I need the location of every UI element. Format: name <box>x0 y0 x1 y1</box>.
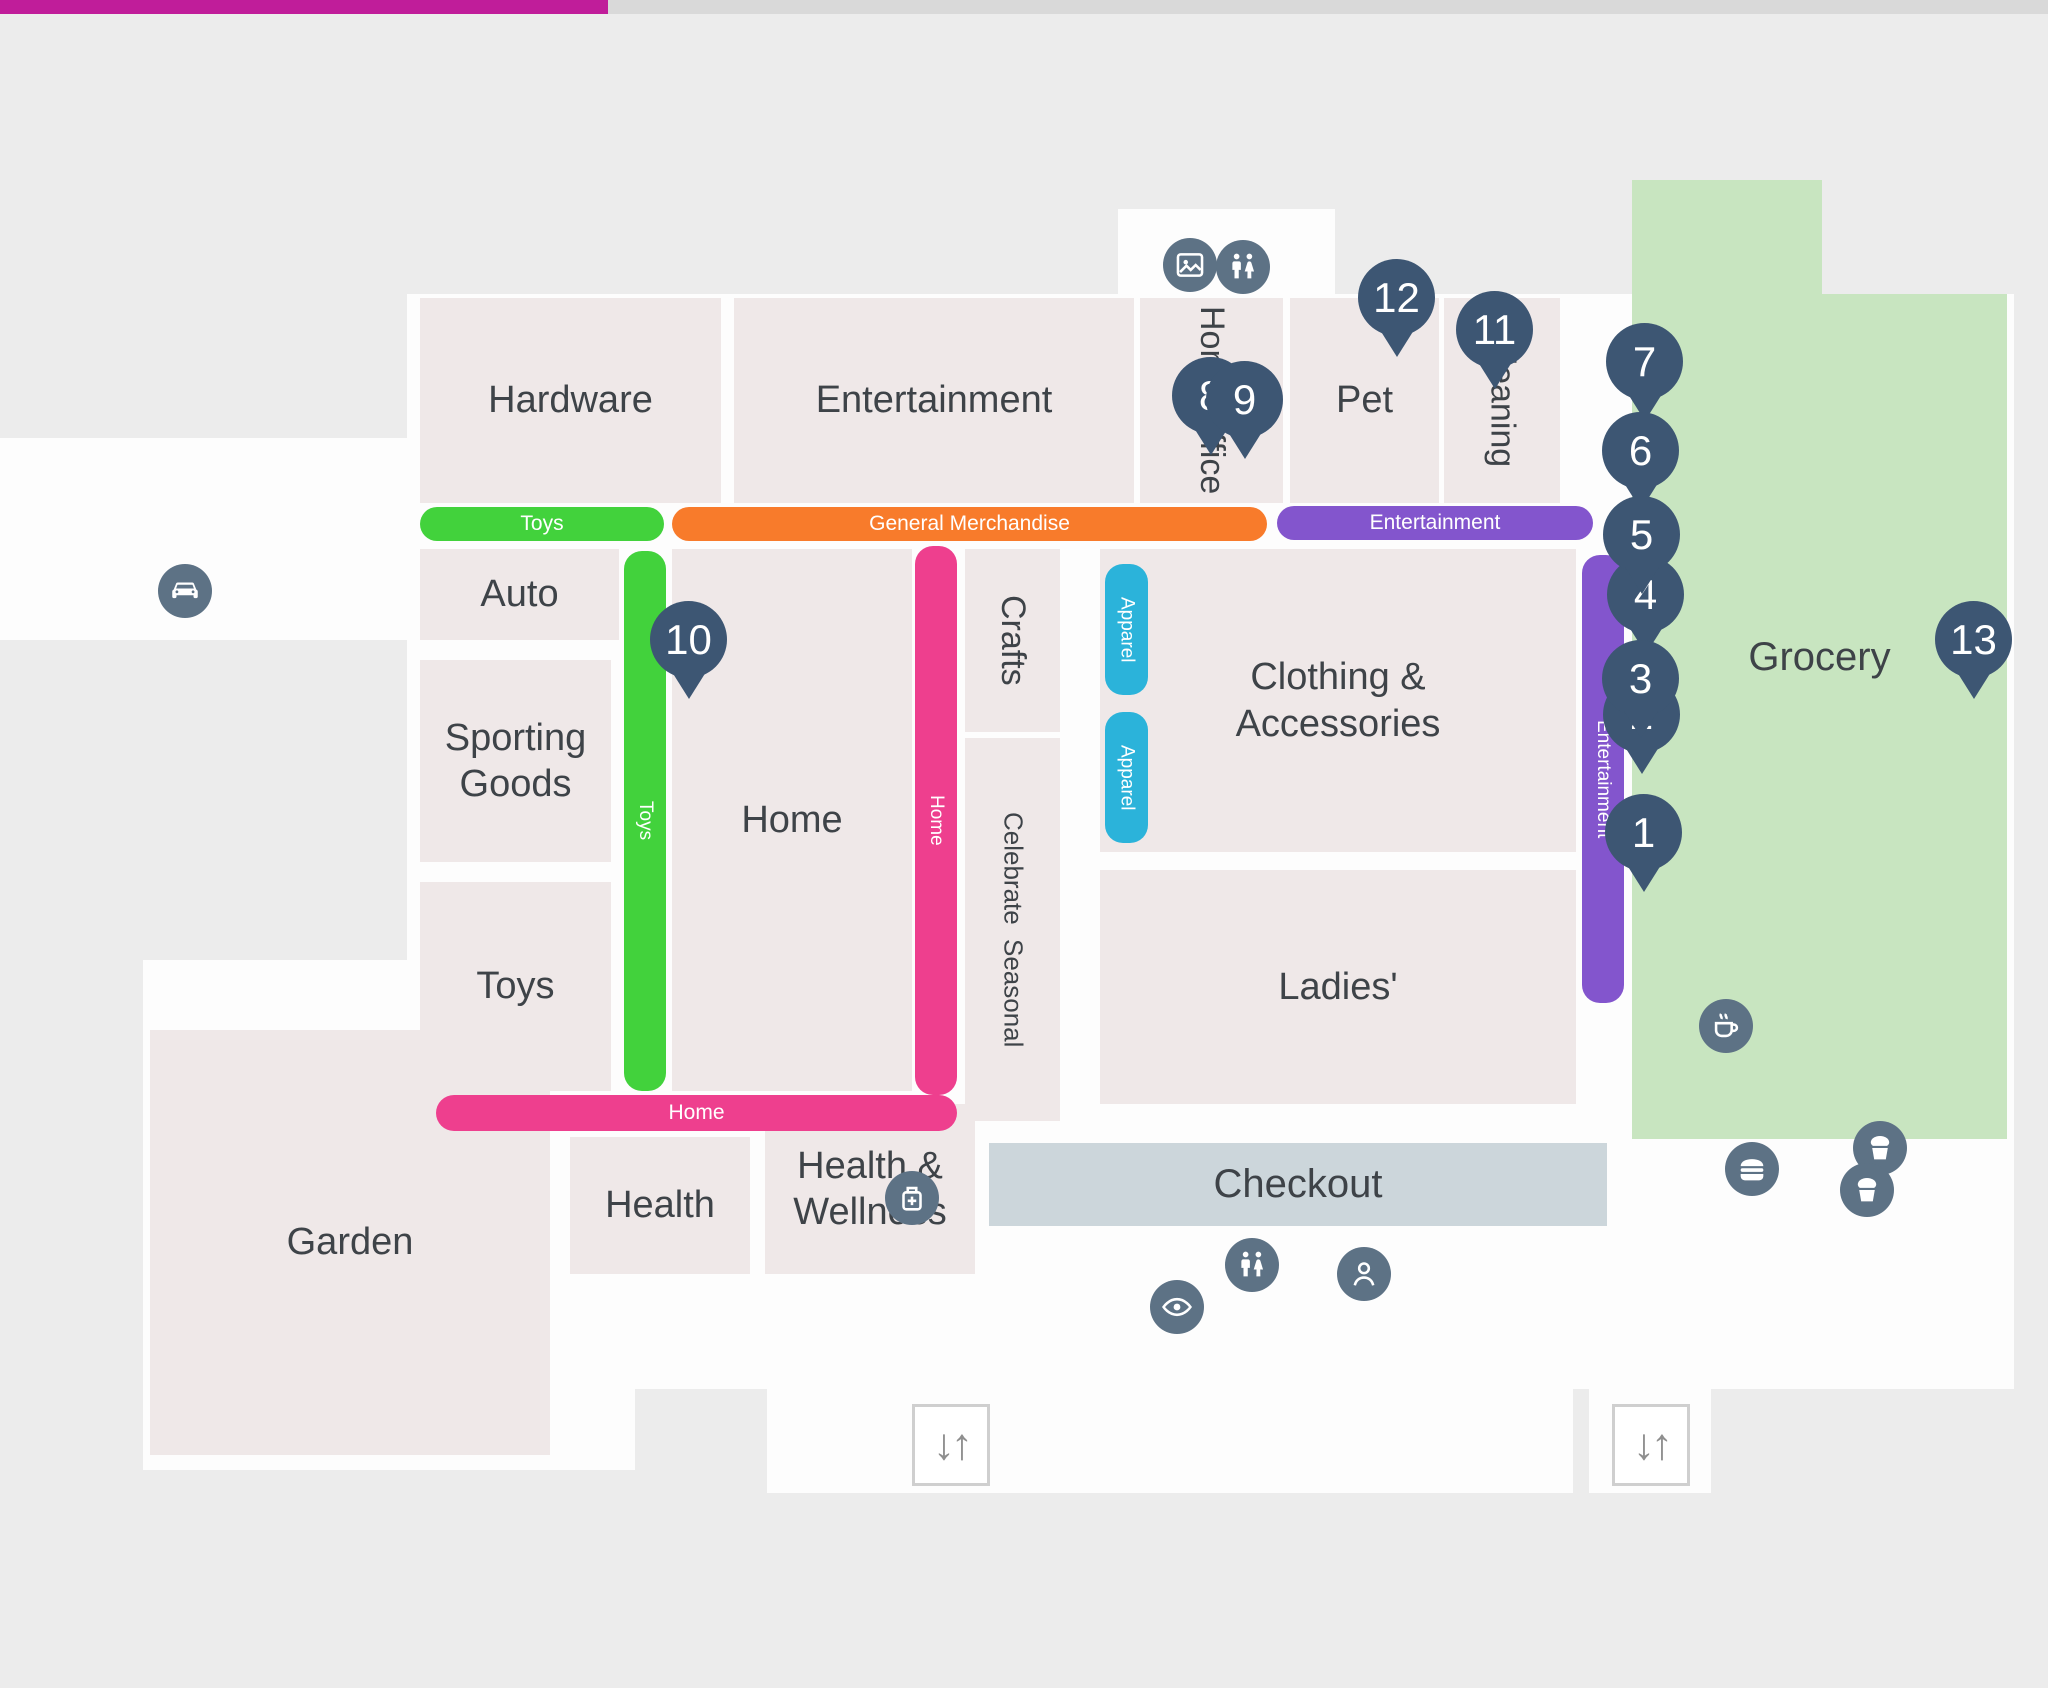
aisle-entertainment-vertical-label: Entertainment <box>1593 719 1614 839</box>
muffin-icon <box>1870 1135 1890 1160</box>
dept-sporting-goods-label: Sporting Goods <box>444 716 587 805</box>
dept-ladies[interactable]: Ladies' <box>1100 870 1576 1104</box>
aisle-entertainment-horizontal-label: Entertainment <box>1369 511 1501 534</box>
dept-home-label: Home <box>741 798 843 841</box>
dept-health[interactable]: Health <box>570 1137 750 1274</box>
dept-crafts[interactable]: Crafts <box>965 549 1060 732</box>
dept-seasonal-label: Seasonal <box>998 938 1029 1048</box>
elevator-arrows-icon: ↓↑ <box>933 1420 973 1469</box>
pin-13[interactable]: 13 <box>1935 601 2012 678</box>
dept-entertainment[interactable]: Entertainment <box>734 298 1134 503</box>
aisle-entertainment-horizontal: Entertainment <box>1277 506 1593 540</box>
aisle-apparel-2: Apparel <box>1105 712 1148 843</box>
customer-service-person-icon <box>1353 1262 1375 1286</box>
pin-9[interactable]: 9 <box>1206 361 1283 438</box>
dept-clothing-accessories-label: Clothing & Accessories <box>1235 656 1441 745</box>
burger-icon <box>1740 1159 1764 1181</box>
grill-amenity[interactable] <box>1725 1142 1779 1196</box>
photo-center-amenity[interactable] <box>1163 238 1217 292</box>
aisle-entertainment-vertical: Entertainment <box>1582 555 1624 1003</box>
aisle-toys-horizontal-label: Toys <box>520 512 564 535</box>
dept-celebrate-seasonal[interactable]: Celebrate Seasonal <box>965 738 1060 1121</box>
floor-bottom-notch-left <box>767 1389 1573 1493</box>
pin-6-number: 6 <box>1628 426 1653 474</box>
pin-6[interactable]: 6 <box>1602 412 1679 489</box>
elevator-right: ↓↑ <box>1612 1404 1690 1486</box>
dept-celebrate-label: Celebrate <box>998 811 1029 925</box>
pin-5-number: 5 <box>1629 510 1654 558</box>
elevator-arrows-icon: ↓↑ <box>1633 1420 1673 1469</box>
dept-pet-label: Pet <box>1335 379 1394 422</box>
dept-sporting-goods[interactable]: Sporting Goods <box>420 660 611 862</box>
aisle-home-horizontal-label: Home <box>668 1101 725 1124</box>
dept-ladies-label: Ladies' <box>1278 965 1398 1008</box>
aisle-toys-vertical-label: Toys <box>635 801 656 841</box>
pin-13-number: 13 <box>1950 615 1997 663</box>
pharmacy-amenity[interactable] <box>885 1171 939 1225</box>
dept-grocery-label: Grocery <box>1748 635 1891 679</box>
aisle-apparel-1-label: Apparel <box>1116 596 1138 663</box>
dept-toys-label: Toys <box>476 965 555 1008</box>
photo-icon <box>1176 253 1204 277</box>
pin-3-number: 3 <box>1628 654 1653 702</box>
pin-11-number: 11 <box>1472 305 1517 353</box>
pin-9-number: 9 <box>1232 375 1257 423</box>
checkout-area[interactable]: Checkout <box>989 1143 1607 1226</box>
pin-7-number: 7 <box>1632 337 1657 385</box>
aisle-apparel-2-label: Apparel <box>1116 744 1138 811</box>
dept-health-label: Health <box>605 1184 715 1227</box>
pin-10-number: 10 <box>665 615 712 663</box>
dept-auto[interactable]: Auto <box>420 549 619 640</box>
dept-grocery[interactable] <box>1632 294 2007 1139</box>
aisle-general-merchandise: General Merchandise <box>672 507 1267 541</box>
coffee-shop-amenity[interactable] <box>1699 999 1753 1053</box>
dept-hardware-label: Hardware <box>488 379 653 422</box>
auto-care-amenity[interactable] <box>158 564 212 618</box>
pin-5[interactable]: 5 <box>1603 496 1680 573</box>
customer-service-amenity[interactable] <box>1337 1247 1391 1301</box>
pin-12-number: 12 <box>1373 273 1420 321</box>
restroom-amenity-bottom[interactable] <box>1225 1238 1279 1292</box>
pin-11[interactable]: 11 <box>1456 291 1533 368</box>
pin-3[interactable]: 3 <box>1602 640 1679 717</box>
pin-7[interactable]: 7 <box>1606 323 1683 400</box>
pin-1-number: 1 <box>1631 808 1656 856</box>
aisle-home-horizontal: Home <box>436 1095 957 1131</box>
dept-health-wellness[interactable]: Health & Wellness <box>765 1104 975 1274</box>
dept-pet[interactable]: Pet <box>1290 298 1439 503</box>
dept-crafts-label: Crafts <box>994 595 1033 686</box>
vision-center-amenity[interactable] <box>1150 1280 1204 1334</box>
restroom-icon <box>1232 253 1255 279</box>
aisle-apparel-1: Apparel <box>1105 564 1148 695</box>
elevator-left: ↓↑ <box>912 1404 990 1486</box>
dept-auto-label: Auto <box>480 573 559 616</box>
aisle-home-vertical: Home <box>915 546 957 1095</box>
dept-garden-label: Garden <box>286 1221 414 1264</box>
dept-clothing-accessories[interactable]: Clothing & Accessories <box>1100 549 1576 852</box>
aisle-toys-horizontal: Toys <box>420 507 664 541</box>
bakery-amenity-2[interactable] <box>1840 1163 1894 1217</box>
restroom-amenity-top[interactable] <box>1216 240 1270 294</box>
vision-eye-icon <box>1162 1297 1192 1317</box>
coffee-icon <box>1714 1013 1739 1038</box>
dept-entertainment-label: Entertainment <box>815 379 1053 422</box>
dept-hardware[interactable]: Hardware <box>420 298 721 503</box>
dept-health-wellness-label: Health & Wellness <box>793 1144 947 1233</box>
pin-10[interactable]: 10 <box>650 601 727 678</box>
dept-garden[interactable]: Garden <box>150 1030 550 1455</box>
pin-1[interactable]: 1 <box>1605 794 1682 871</box>
aisle-home-vertical-label: Home <box>926 795 947 846</box>
aisle-general-merchandise-label: General Merchandise <box>869 512 1070 535</box>
pin-12[interactable]: 12 <box>1358 259 1435 336</box>
dept-grocery-north[interactable] <box>1632 180 1822 298</box>
pharmacy-icon <box>902 1186 922 1211</box>
checkout-label: Checkout <box>1213 1162 1383 1206</box>
restroom-icon <box>1241 1251 1264 1277</box>
progress-bar <box>0 0 608 14</box>
car-icon <box>172 582 198 599</box>
muffin-icon <box>1857 1177 1877 1202</box>
